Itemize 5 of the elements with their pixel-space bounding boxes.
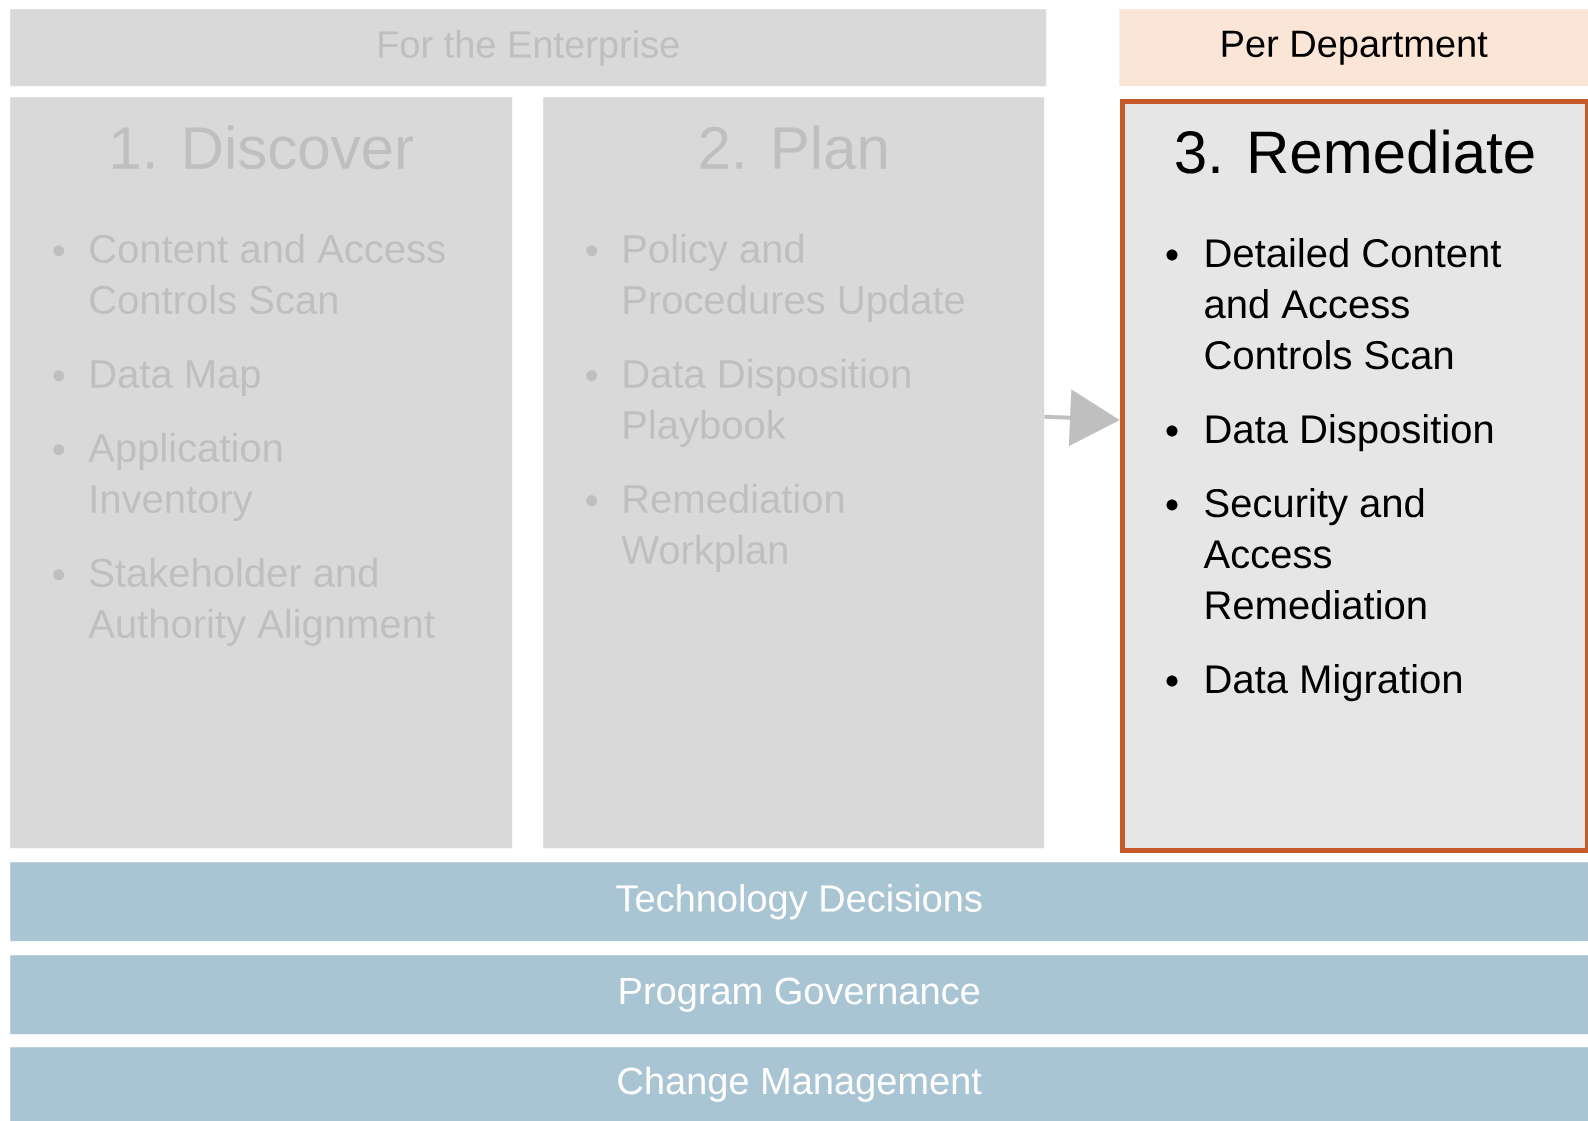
phase-box: 3. Remediate Detailed Content and Access Controls Scan Data Disposition Security and Access Remediation Data Migration [1120,99,1588,853]
header-band: Change Management [10,1047,1588,1121]
header-band: Technology Decisions [10,862,1588,942]
header-band: Per Department [1119,9,1588,87]
header-band: Program Governance [10,955,1588,1035]
